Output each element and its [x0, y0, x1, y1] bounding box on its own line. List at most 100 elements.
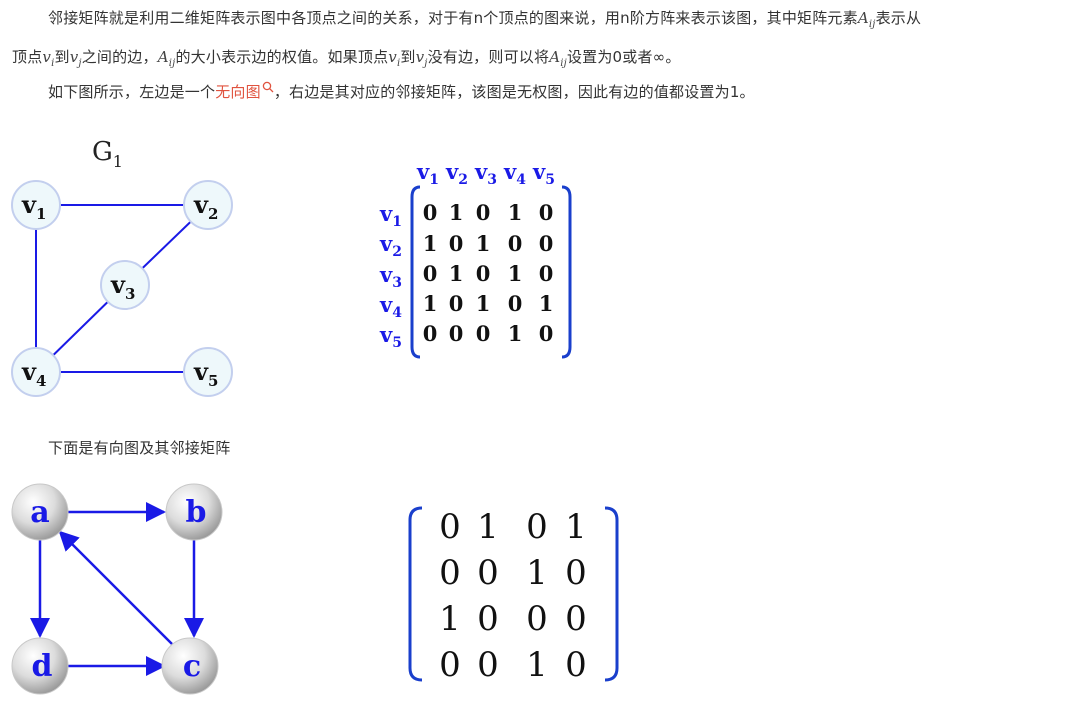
row-header-v4: v4	[379, 292, 402, 321]
svg-text:0: 0	[439, 645, 461, 685]
svg-text:0: 0	[508, 291, 523, 316]
undirected-graph-link[interactable]: 无向图	[215, 81, 274, 101]
svg-text:0: 0	[539, 261, 554, 286]
math-vi: vi	[388, 48, 401, 69]
svg-text:0: 0	[477, 645, 499, 685]
svg-text:1: 1	[477, 507, 499, 547]
svg-text:0: 0	[477, 599, 499, 639]
math-aij: Aij	[549, 48, 567, 69]
col-header-v4: v4	[503, 159, 526, 188]
svg-text:v5: v5	[193, 357, 218, 390]
intro-text-3: 顶点	[12, 48, 43, 66]
svg-text:b: b	[186, 495, 207, 530]
undirected-graph-diagram: G1 v1 v2 v3 v4 v5	[11, 137, 233, 397]
link-text[interactable]: 无向图	[215, 83, 261, 101]
node-v4: v4	[11, 347, 61, 397]
svg-text:0: 0	[565, 553, 587, 593]
row-header-v2: v2	[379, 231, 402, 260]
directed-graph-diagram: a b c d	[11, 483, 223, 695]
svg-text:0: 0	[449, 321, 464, 346]
svg-text:0: 0	[526, 599, 548, 639]
svg-text:0: 0	[449, 291, 464, 316]
svg-text:1: 1	[423, 291, 438, 316]
svg-text:1: 1	[508, 261, 523, 286]
edge-c-to-a	[58, 530, 173, 645]
svg-text:0: 0	[476, 321, 491, 346]
svg-text:0: 0	[449, 231, 464, 256]
node-v3: v3	[100, 260, 150, 310]
svg-text:1: 1	[476, 291, 491, 316]
para2-after: ，右边是其对应的邻接矩阵，该图是无权图，因此有边的值都设置为1。	[273, 83, 755, 101]
intro-text-9: 设置为0或者∞。	[566, 48, 681, 66]
svg-text:1: 1	[423, 231, 438, 256]
col-header-v3: v3	[474, 159, 497, 188]
math-aij: Aij	[157, 48, 176, 69]
svg-text:1: 1	[439, 599, 461, 639]
node-v1: v1	[11, 180, 61, 230]
matrix-left-bracket	[410, 185, 421, 359]
intro-text-8: 没有边，则可以将	[427, 48, 550, 66]
svg-text:1: 1	[476, 231, 491, 256]
svg-text:0: 0	[423, 200, 438, 225]
graph-title: G1	[92, 137, 123, 171]
svg-text:0: 0	[476, 261, 491, 286]
intro-text-7: 到	[400, 48, 416, 66]
node-c: c	[161, 637, 219, 695]
col-header-v2: v2	[445, 159, 468, 188]
svg-text:v1: v1	[21, 190, 46, 223]
svg-text:0: 0	[439, 507, 461, 547]
intro-paragraph: 邻接矩阵就是利用二维矩阵表示图中各顶点之间的关系，对于有n个顶点的图来说，用n阶…	[12, 2, 1072, 80]
intro-text-5: 之间的边，	[81, 48, 158, 66]
svg-text:0: 0	[565, 599, 587, 639]
figure-description: 如下图所示，左边是一个无向图 ，右边是其对应的邻接矩阵，该图是无权图，因此有边的值…	[12, 76, 1072, 108]
directed-matrix-left-bracket	[408, 506, 423, 682]
directed-edges	[30, 502, 204, 676]
svg-text:1: 1	[539, 291, 554, 316]
svg-text:1: 1	[565, 507, 587, 547]
directed-caption: 下面是有向图及其邻接矩阵	[48, 439, 231, 457]
svg-text:0: 0	[476, 200, 491, 225]
svg-text:0: 0	[539, 321, 554, 346]
svg-text:a: a	[30, 495, 49, 530]
matrix-col-headers: v1 v2 v3 v4 v5	[416, 159, 555, 188]
svg-text:v4: v4	[21, 357, 46, 390]
node-v2: v2	[183, 180, 233, 230]
svg-text:0: 0	[565, 645, 587, 685]
intro-text-1: 邻接矩阵就是利用二维矩阵表示图中各顶点之间的关系，对于有n个顶点的图来说，用n阶…	[48, 9, 858, 27]
para2-before: 如下图所示，左边是一个	[48, 83, 216, 101]
svg-text:0: 0	[423, 321, 438, 346]
row-header-v5: v5	[379, 322, 402, 351]
row-header-v3: v3	[379, 262, 402, 291]
svg-text:0: 0	[423, 261, 438, 286]
matrix-right-bracket	[561, 185, 572, 359]
svg-text:d: d	[32, 649, 53, 684]
intro-text-6: 的大小表示边的权值。如果顶点	[175, 48, 389, 66]
svg-text:1: 1	[508, 321, 523, 346]
svg-text:c: c	[183, 649, 201, 684]
math-vj: vj	[415, 48, 428, 69]
col-header-v1: v1	[416, 159, 439, 188]
node-v5: v5	[183, 347, 233, 397]
intro-text-4: 到	[54, 48, 70, 66]
row-header-v1: v1	[379, 201, 402, 230]
col-header-v5: v5	[532, 159, 555, 188]
matrix-row-headers: v1 v2 v3 v4 v5	[379, 201, 402, 351]
directed-matrix-right-bracket	[604, 506, 619, 682]
svg-text:1: 1	[449, 200, 464, 225]
math-aij: Aij	[857, 9, 876, 30]
node-a: a	[11, 483, 69, 541]
svg-text:0: 0	[508, 231, 523, 256]
node-b: b	[165, 483, 223, 541]
search-icon[interactable]	[262, 81, 274, 93]
